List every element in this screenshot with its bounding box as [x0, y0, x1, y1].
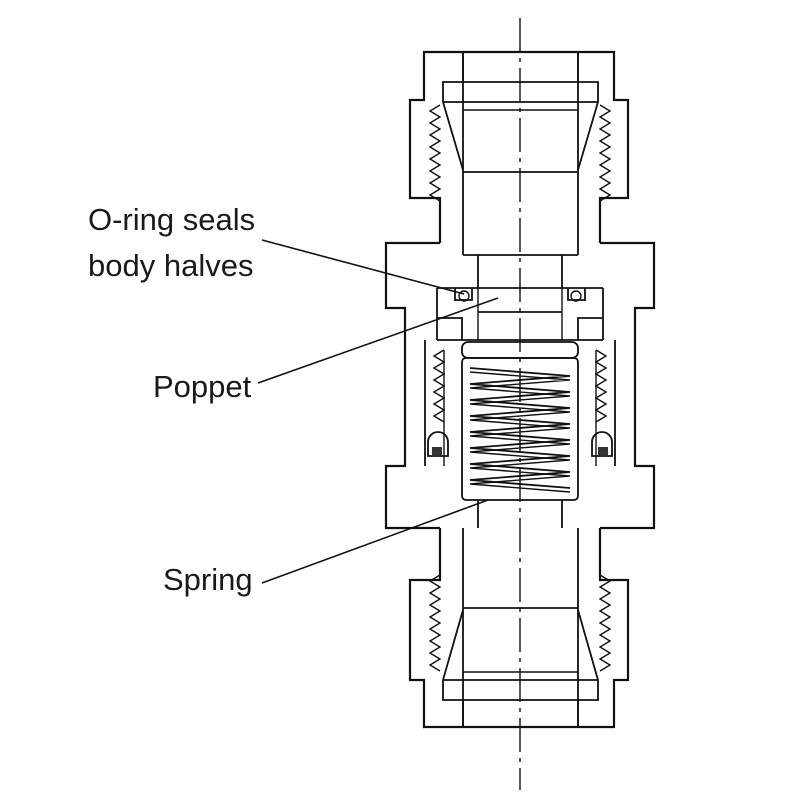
top-nut	[408, 50, 630, 243]
valve-body	[384, 241, 656, 530]
bottom-nut	[408, 528, 630, 729]
top-threads	[428, 104, 612, 202]
leader-oring	[261, 239, 465, 295]
label-spring: Spring	[163, 562, 253, 597]
lower-o-rings	[427, 431, 613, 457]
leader-poppet	[257, 297, 499, 384]
leader-spring	[261, 499, 489, 584]
body-threads	[432, 349, 608, 423]
spring-part	[461, 357, 579, 501]
bottom-tube	[462, 528, 579, 727]
label-poppet: Poppet	[153, 369, 252, 404]
leader-lines	[257, 239, 499, 584]
top-tube	[462, 52, 579, 256]
label-oring-line1: O-ring seals	[88, 202, 255, 237]
label-oring-line2: body halves	[88, 248, 253, 283]
bottom-threads	[428, 574, 612, 672]
